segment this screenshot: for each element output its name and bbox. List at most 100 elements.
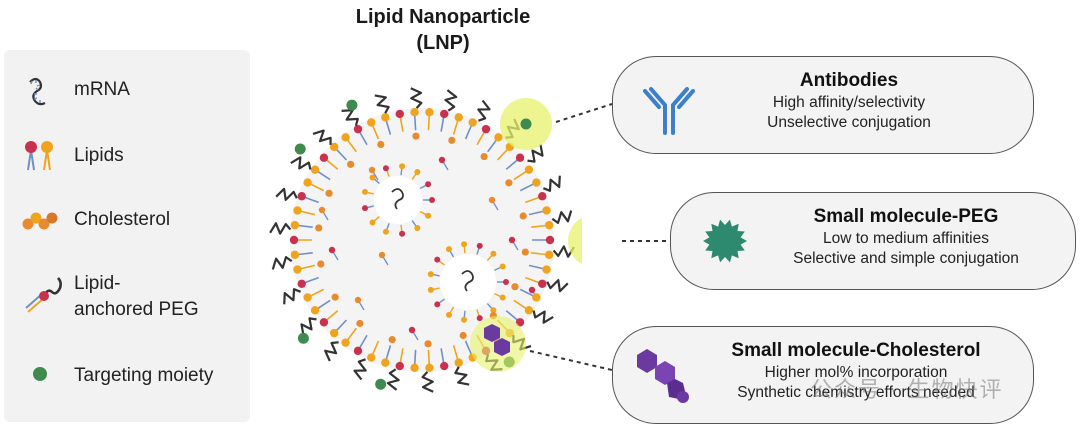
- inner-vesicle-2-lipid-head: [503, 279, 509, 285]
- inner-vesicle-1-lipid-head: [429, 197, 435, 203]
- shell-lipid-head: [341, 338, 350, 347]
- inner-vesicle-1-lipid-head: [425, 212, 432, 219]
- peg-chain: [353, 358, 367, 381]
- cholesterol-icon: [22, 212, 58, 230]
- shell-cholesterol: [480, 152, 488, 161]
- shell-lipid-head: [303, 293, 312, 302]
- targeting-moiety-icon: [33, 367, 47, 381]
- shell-lipid-head: [524, 306, 534, 315]
- diagram-title: Lipid Nanoparticle (LNP): [318, 4, 568, 56]
- mrna-icon: [29, 77, 46, 106]
- card-small-molecule-peg: Small molecule-PEG Low to medium affinit…: [670, 192, 1076, 290]
- shell-cholesterol: [448, 136, 456, 144]
- card-antibodies: Antibodies High affinity/selectivity Uns…: [612, 56, 1034, 154]
- card-antibodies-text: Antibodies High affinity/selectivity Uns…: [699, 69, 999, 133]
- shell-lipid-head: [293, 265, 302, 274]
- inner-vesicle-1-lipid-head: [382, 165, 389, 172]
- inner-vesicle-2-lipid-head: [490, 307, 497, 314]
- inner-vesicle-2-lipid-head: [461, 316, 468, 323]
- inner-lipid-head: [488, 196, 496, 204]
- inner-vesicle-1-lipid-head: [399, 163, 406, 170]
- inner-vesicle-2-lipid-head: [499, 294, 506, 301]
- shell-cholesterol: [521, 248, 529, 256]
- card-peg-line1: Low to medium affinities: [823, 230, 989, 247]
- shell-lipid-head: [310, 165, 320, 174]
- targeting-moiety: [346, 99, 358, 111]
- shell-lipid-head: [524, 165, 534, 174]
- legend-label-lipids: Lipids: [74, 145, 124, 166]
- shell-lipid-head: [454, 358, 463, 367]
- shell-lipid-head: [293, 206, 302, 215]
- targeting-moiety: [297, 332, 309, 344]
- inner-vesicle-1-lipid-head: [369, 174, 376, 181]
- shell-lipid-head: [289, 235, 299, 245]
- shell-lipid-head: [303, 178, 312, 187]
- card-antibodies-line2: Unselective conjugation: [767, 114, 931, 131]
- inner-lipid-head: [528, 286, 536, 294]
- peg-chain: [546, 279, 569, 293]
- peg-chain: [527, 144, 544, 163]
- inner-vesicle-1-lipid-head: [399, 230, 406, 237]
- shell-lipid-head: [545, 235, 555, 245]
- shell-lipid-head: [310, 306, 320, 315]
- targeting-moiety: [375, 378, 387, 390]
- shell-cholesterol: [347, 160, 355, 168]
- shell-lipid-head: [440, 109, 449, 119]
- cholesterol-conjugate-ring-1: [484, 324, 500, 342]
- peg-chain: [386, 368, 400, 391]
- legend-item-lipids: Lipids: [4, 136, 250, 176]
- peg-chain: [300, 317, 317, 336]
- inner-vesicle-2-lipid-head: [461, 241, 468, 248]
- legend-label-peg-line2: anchored PEG: [74, 299, 199, 320]
- peg-chain: [271, 256, 293, 270]
- legend-panel: mRNA Lipids Cholesterol Lipid- anchore: [4, 50, 250, 422]
- cholesterol-conjugate-ring-2: [494, 338, 510, 356]
- card-peg-line2: Selective and simple conjugation: [793, 250, 1019, 267]
- inner-vesicle-2-lipid-head: [499, 263, 506, 270]
- inner-vesicle-2-mrna: [461, 270, 474, 292]
- card-peg-text: Small molecule-PEG Low to medium affinit…: [751, 205, 1061, 269]
- shell-lipid-head: [381, 113, 390, 122]
- legend-item-peg: Lipid- anchored PEG: [4, 272, 250, 332]
- peg-chain: [477, 99, 491, 122]
- shell-lipid-head: [481, 124, 491, 134]
- inner-lipid-head: [438, 156, 446, 164]
- peg-chain: [552, 245, 575, 258]
- inner-vesicle-2-lipid-head: [427, 286, 434, 293]
- peg-chain: [444, 89, 458, 112]
- inner-lipid-head: [368, 166, 376, 174]
- card-small-molecule-cholesterol: Small molecule-Cholesterol Higher mol% i…: [612, 326, 1034, 424]
- shell-lipid-head: [542, 206, 551, 215]
- legend-label-cholesterol: Cholesterol: [74, 209, 171, 230]
- card-cholesterol-title: Small molecule-Cholesterol: [731, 340, 981, 361]
- shell-lipid-head: [297, 192, 306, 201]
- peg-chain: [275, 187, 298, 201]
- halo-peg: [568, 217, 582, 265]
- shell-lipid-head: [367, 353, 376, 362]
- shell-lipid-head: [329, 328, 339, 338]
- peg-chain: [324, 341, 339, 362]
- shell-cholesterol: [519, 212, 527, 220]
- card-antibodies-title: Antibodies: [799, 70, 899, 91]
- inner-lipid-head: [508, 236, 516, 244]
- targeting-moiety: [294, 143, 306, 155]
- peg-chain: [290, 156, 312, 170]
- shell-cholesterol: [388, 336, 396, 344]
- shell-lipid-head: [538, 279, 547, 288]
- shell-lipid-head: [544, 250, 554, 260]
- peg-chain: [532, 310, 554, 324]
- inner-vesicle-2-lipid-head: [476, 242, 483, 249]
- shell-cholesterol: [505, 179, 513, 187]
- shell-lipid-head: [319, 153, 329, 162]
- inner-lipid-head: [318, 206, 326, 214]
- peg-chain: [341, 109, 359, 126]
- shell-lipid-head: [542, 265, 551, 274]
- card-cholesterol-line1: Higher mol% incorporation: [764, 364, 948, 381]
- peg-chain: [551, 210, 573, 224]
- shell-lipid-head: [440, 361, 449, 371]
- shell-lipid-head: [532, 293, 541, 302]
- inner-vesicle-2-lipid-head: [476, 315, 483, 322]
- shell-lipid-head: [532, 178, 541, 187]
- connector-cholesterol: [529, 350, 613, 371]
